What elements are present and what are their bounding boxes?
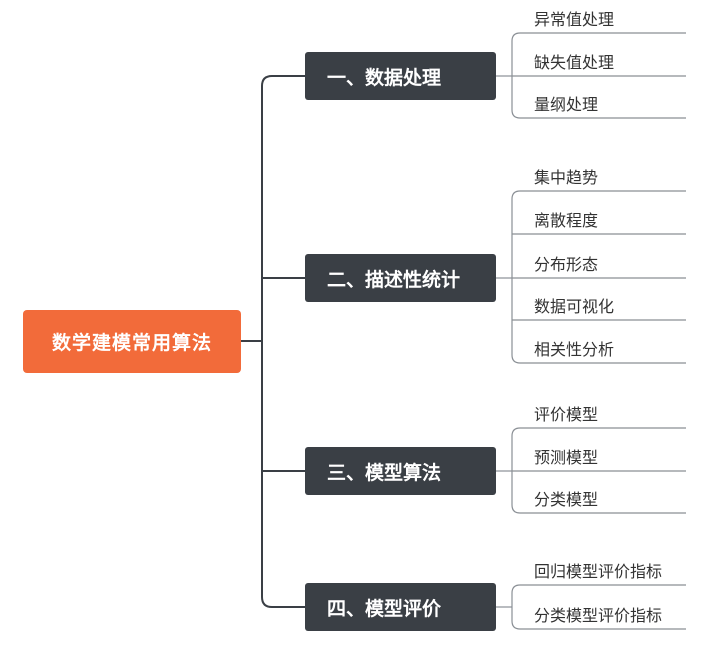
leaf-connectors-2 — [496, 190, 686, 364]
branch-node-model-evaluation: 四、模型评价 — [305, 583, 496, 631]
leaf-node: 分类模型 — [534, 490, 599, 509]
leaf-connectors-3 — [496, 427, 686, 514]
trunk-line — [261, 75, 273, 608]
branch-node-data-processing: 一、数据处理 — [305, 52, 496, 100]
root-node: 数学建模常用算法 — [23, 310, 241, 373]
leaf-connectors-4 — [496, 584, 686, 630]
leaf-node: 异常值处理 — [534, 10, 615, 29]
leaf-node: 量纲处理 — [534, 95, 599, 114]
leaf-node: 相关性分析 — [534, 340, 615, 359]
leaf-node: 离散程度 — [534, 211, 599, 230]
leaf-node: 回归模型评价指标 — [534, 562, 663, 581]
branch-node-descriptive-statistics: 二、描述性统计 — [305, 254, 496, 302]
leaf-node: 分布形态 — [534, 255, 599, 274]
leaf-node: 集中趋势 — [534, 168, 599, 187]
leaf-connectors-1 — [496, 32, 686, 119]
leaf-node: 分类模型评价指标 — [534, 606, 663, 625]
leaf-node: 缺失值处理 — [534, 53, 615, 72]
branch-node-model-algorithms: 三、模型算法 — [305, 447, 496, 495]
leaf-node: 数据可视化 — [534, 297, 615, 316]
leaf-node: 评价模型 — [534, 405, 599, 424]
leaf-node: 预测模型 — [534, 448, 599, 467]
